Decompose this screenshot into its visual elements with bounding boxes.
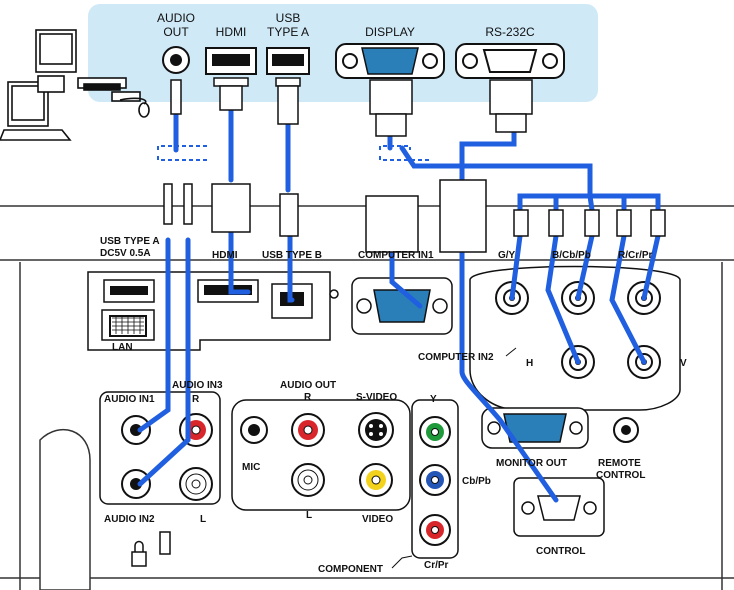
bnc-b-cb-pb — [561, 281, 595, 315]
pc-hdmi-port — [205, 47, 257, 75]
label-h: H — [526, 358, 533, 369]
control-port — [521, 495, 597, 521]
cable-audio-in2 — [137, 237, 191, 487]
cable-usb-proj — [287, 233, 295, 303]
label-audio-in3: AUDIO IN3 — [172, 380, 223, 391]
remote-control-jack — [613, 417, 639, 443]
label-video: VIDEO — [362, 514, 393, 525]
hdmi-port — [197, 279, 259, 303]
mic-jack — [240, 416, 268, 444]
label-audio-in2: AUDIO IN2 — [104, 514, 155, 525]
cable-computer-in1 — [389, 249, 423, 309]
label-lan: LAN — [112, 342, 133, 353]
cables — [137, 79, 661, 503]
cable-control — [459, 249, 559, 503]
label-audio-in1: AUDIO IN1 — [104, 394, 155, 405]
cable-bnc-splitter — [399, 145, 661, 213]
cable-h — [545, 233, 581, 365]
computer-icon — [0, 29, 150, 141]
cable-breaks — [157, 145, 429, 161]
label-usb-pc-2: TYPE A — [267, 25, 309, 39]
label-y: Y — [430, 394, 437, 405]
label-audio-out-pc-1: AUDIO — [157, 11, 195, 25]
video-jack — [359, 463, 393, 497]
lan-port — [101, 309, 155, 341]
security-slot — [159, 531, 171, 555]
label-usb-pc-1: USB — [276, 11, 301, 25]
cable-plugs — [163, 77, 666, 253]
label-r-cr-pr: R/Cr/Pr — [618, 250, 653, 261]
cable-audio-in1 — [137, 237, 171, 433]
cable-rs232c-pc — [459, 129, 517, 183]
cable-hook — [39, 429, 91, 590]
label-computer-in2: COMPUTER IN2 — [418, 352, 494, 363]
label-rs232c-pc: RS-232C — [485, 25, 535, 39]
audio-out-r-jack — [291, 413, 325, 447]
label-audio-out: AUDIO OUT — [280, 380, 336, 391]
audio-out-l-jack — [291, 463, 325, 497]
pc-display-port — [335, 43, 445, 79]
label-g-y: G/Y — [498, 250, 516, 261]
usb-type-a-port — [103, 279, 155, 303]
label-hdmi-pc: HDMI — [216, 25, 247, 39]
screw-hole — [329, 289, 339, 299]
monitor-out-port — [481, 407, 589, 449]
label-cr-pr: Cr/Pr — [424, 560, 449, 571]
label-component: COMPONENT — [318, 564, 383, 575]
label-s-video: S-VIDEO — [356, 392, 397, 403]
audio-in2-jack — [121, 469, 151, 499]
component-y-jack — [419, 416, 451, 448]
label-b-cb-pb: B/Cb/Pb — [552, 250, 591, 261]
label-remote-control-1: REMOTE — [598, 458, 641, 469]
label-computer-in1: COMPUTER IN1 — [358, 250, 434, 261]
label-audio-in3-l: L — [200, 514, 206, 525]
label-audio-in3-r: R — [192, 394, 200, 405]
label-display-pc: DISPLAY — [365, 25, 415, 39]
cable-v — [609, 233, 647, 365]
component-cr-pr-jack — [419, 514, 451, 546]
label-hdmi: HDMI — [212, 250, 238, 261]
cable-hdmi-proj — [228, 229, 251, 295]
label-usb-type-a: USB TYPE A — [100, 236, 160, 247]
label-audio-out-l: L — [306, 510, 312, 521]
security-lock-icon — [131, 540, 147, 567]
label-audio-out-pc-2: OUT — [163, 25, 189, 39]
pc-rs232c-port — [455, 43, 565, 79]
computer-in2-panel — [469, 265, 681, 411]
label-v: V — [680, 358, 687, 369]
pc-usb-port — [266, 47, 310, 75]
cable-g-y — [509, 233, 523, 301]
label-control: CONTROL — [536, 546, 585, 557]
cable-r — [641, 233, 661, 301]
label-mic: MIC — [242, 462, 260, 473]
audio-in1-jack — [121, 415, 151, 445]
computer-in1-port — [356, 289, 448, 323]
label-remote-control-2: CONTROL — [596, 470, 645, 481]
component-cb-pb-jack — [419, 464, 451, 496]
label-monitor-out: MONITOR OUT — [496, 458, 567, 469]
pc-audio-out-jack — [162, 46, 190, 74]
cable-b — [575, 233, 595, 301]
label-cb-pb: Cb/Pb — [462, 476, 491, 487]
s-video-jack — [358, 412, 394, 448]
label-usb-power: DC5V 0.5A — [100, 248, 151, 259]
label-audio-out-r: R — [304, 392, 312, 403]
label-usb-type-b: USB TYPE B — [262, 250, 322, 261]
audio-in3-l-jack — [179, 467, 213, 501]
